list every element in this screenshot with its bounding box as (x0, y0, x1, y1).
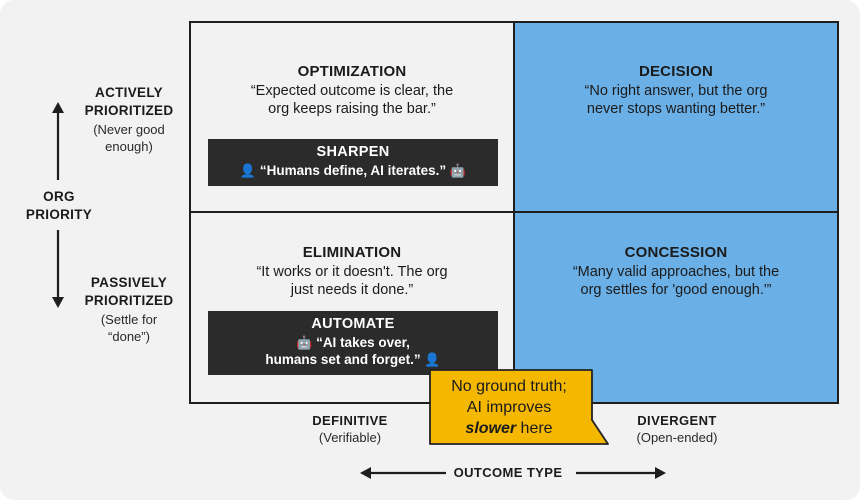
y-axis-title-line2: PRIORITY (25, 207, 93, 222)
quadrant-title: DECISION (638, 63, 714, 80)
quote-line1: “It works or it doesn't. The org (256, 264, 448, 280)
quadrant-title: OPTIMIZATION (297, 63, 407, 80)
quadrant-quote: “Expected outcome is clear, the org keep… (191, 82, 513, 118)
person-icon: 👤 (239, 163, 257, 178)
quadrant-matrix: OPTIMIZATION “Expected outcome is clear,… (189, 21, 839, 404)
quadrant-title: ELIMINATION (302, 244, 402, 261)
quadrant-title: CONCESSION (624, 244, 728, 261)
callout-bubble (429, 369, 609, 445)
quadrant-quote: “Many valid approaches, but the org sett… (515, 263, 837, 299)
quadrant-concession: CONCESSION “Many valid approaches, but t… (515, 213, 837, 402)
quote-line2: just needs it done.” (290, 282, 414, 298)
action-line2: humans set and forget.” 👤 (208, 351, 498, 368)
x-axis-title: OUTCOME TYPE (446, 465, 570, 480)
quote-line1: “Expected outcome is clear, the (250, 83, 454, 99)
action-text-line2: humans set and forget.” (265, 352, 421, 367)
y-bottom-label-line1: PASSIVELY (90, 275, 168, 290)
y-axis-bottom-label: PASSIVELY PRIORITIZED (Settle for “done”… (70, 274, 188, 345)
action-text: “Humans define, AI iterates.” (259, 163, 447, 178)
action-text-line1: “AI takes over, (316, 335, 410, 350)
x-left-label: DEFINITIVE (312, 413, 388, 428)
y-top-label-line2: PRIORITIZED (84, 103, 174, 118)
quadrant-elimination: ELIMINATION “It works or it doesn't. The… (191, 213, 515, 402)
y-bottom-sub-line1: (Settle for (100, 312, 158, 327)
y-bottom-sub-line2: “done”) (108, 329, 150, 344)
y-top-sub-line1: (Never good (93, 122, 165, 137)
callout-line2: AI improves (466, 399, 552, 416)
callout-line1: No ground truth; (451, 378, 567, 395)
callout-line3: slower here (430, 418, 588, 439)
quote-line2: org settles for 'good enough.'” (580, 282, 772, 298)
y-axis-title: ORG PRIORITY (10, 188, 108, 224)
x-axis-left-label: DEFINITIVE (Verifiable) (290, 413, 410, 445)
y-axis-title-line1: ORG (43, 189, 75, 204)
callout-text: No ground truth; AI improves slower here (430, 376, 588, 439)
x-axis-title-text: OUTCOME TYPE (453, 465, 563, 480)
quote-line2: org keeps raising the bar.” (268, 101, 436, 117)
callout-line3-rest: here (516, 420, 553, 437)
robot-icon: 🤖 (296, 335, 313, 350)
x-right-label: DIVERGENT (637, 413, 717, 428)
y-bottom-label-line2: PRIORITIZED (84, 293, 174, 308)
y-axis-top-label: ACTIVELY PRIORITIZED (Never good enough) (70, 84, 188, 155)
action-title: SHARPEN (316, 144, 390, 160)
quadrant-quote: “No right answer, but the org never stop… (515, 82, 837, 118)
y-top-sub-line2: enough) (105, 139, 153, 154)
robot-icon: 🤖 (449, 163, 467, 178)
callout-emphasis: slower (465, 420, 517, 437)
sharpen-action-box: SHARPEN 👤 “Humans define, AI iterates.” … (208, 139, 498, 186)
x-left-sub: (Verifiable) (318, 430, 382, 445)
x-axis-right-label: DIVERGENT (Open-ended) (612, 413, 742, 445)
quote-line1: “No right answer, but the org (584, 83, 768, 99)
action-title: AUTOMATE (311, 316, 395, 332)
quote-line2: never stops wanting better.” (586, 101, 766, 117)
person-icon: 👤 (424, 352, 441, 367)
action-line1: 🤖 “AI takes over, (208, 334, 498, 351)
action-line: 👤 “Humans define, AI iterates.” 🤖 (208, 162, 498, 179)
automate-action-box: AUTOMATE 🤖 “AI takes over, humans set an… (208, 311, 498, 375)
quadrant-decision: DECISION “No right answer, but the org n… (515, 23, 837, 213)
y-top-label-line1: ACTIVELY (95, 85, 163, 100)
x-right-sub: (Open-ended) (636, 430, 718, 445)
quadrant-quote: “It works or it doesn't. The org just ne… (191, 263, 513, 299)
x-axis-arrow-right-icon (576, 467, 666, 479)
quote-line1: “Many valid approaches, but the (572, 264, 780, 280)
y-axis-arrow-down-icon (52, 230, 64, 308)
x-axis-arrow-left-icon (360, 467, 446, 479)
quadrant-optimization: OPTIMIZATION “Expected outcome is clear,… (191, 23, 515, 213)
y-axis-arrow-up-icon (52, 102, 64, 180)
